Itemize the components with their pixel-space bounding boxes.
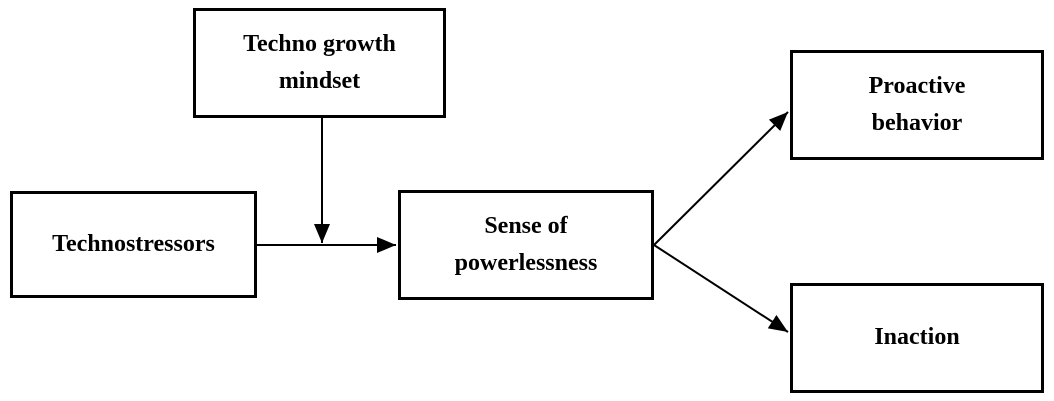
node-technostressors: Technostressors: [10, 191, 257, 298]
node-techno-growth-mindset: Techno growth mindset: [193, 8, 446, 118]
node-inaction: Inaction: [790, 283, 1044, 393]
node-sense-of-powerlessness: Sense of powerlessness: [398, 190, 654, 300]
node-proactive-behavior: Proactive behavior: [790, 50, 1044, 160]
arrow-sense-to-proactive-behavior: [653, 111, 789, 246]
arrow-sense-to-inaction: [653, 244, 789, 333]
